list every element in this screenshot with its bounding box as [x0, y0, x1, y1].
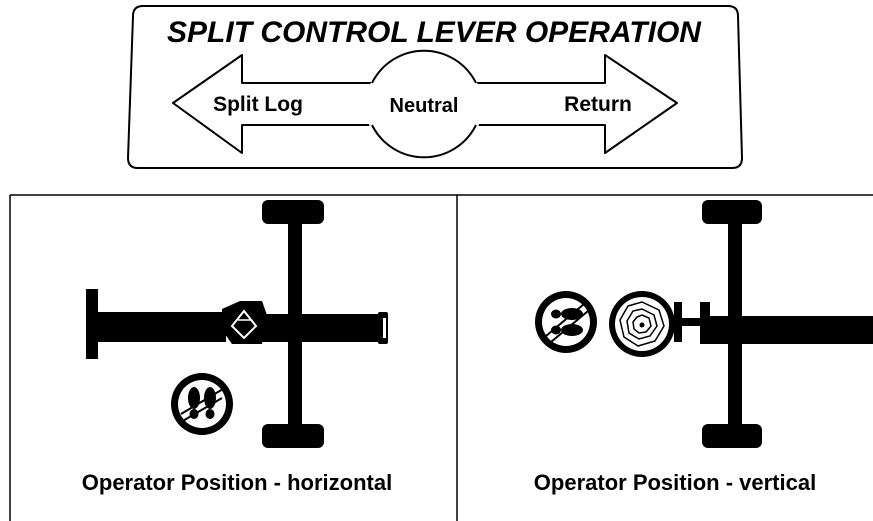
plate-title: SPLIT CONTROL LEVER OPERATION	[167, 16, 702, 49]
hydraulic-cylinder	[98, 312, 226, 342]
splitting-wedge	[222, 301, 268, 344]
end-plate	[86, 289, 98, 359]
splitter-beam	[262, 314, 384, 342]
operator-footprints-icon	[171, 373, 233, 435]
log-end-icon	[609, 291, 675, 357]
neutral-position-circle	[366, 48, 482, 164]
vertical-caption: Operator Position - vertical	[534, 470, 816, 495]
split-log-label: Split Log	[213, 93, 303, 116]
splitter-beam	[706, 316, 873, 344]
return-label: Return	[564, 93, 632, 116]
lever-instruction-plate: SPLIT CONTROL LEVER OPERATION Split Log …	[126, 5, 744, 169]
vertical-position-panel: Operator Position - vertical	[534, 200, 873, 495]
operator-footprints-icon	[535, 291, 597, 353]
horizontal-caption: Operator Position - horizontal	[82, 470, 392, 495]
horizontal-position-panel: Operator Position - horizontal	[82, 200, 392, 495]
neutral-label: Neutral	[390, 95, 459, 117]
foot-plate	[700, 302, 710, 344]
operator-positions-frame	[9, 194, 873, 521]
